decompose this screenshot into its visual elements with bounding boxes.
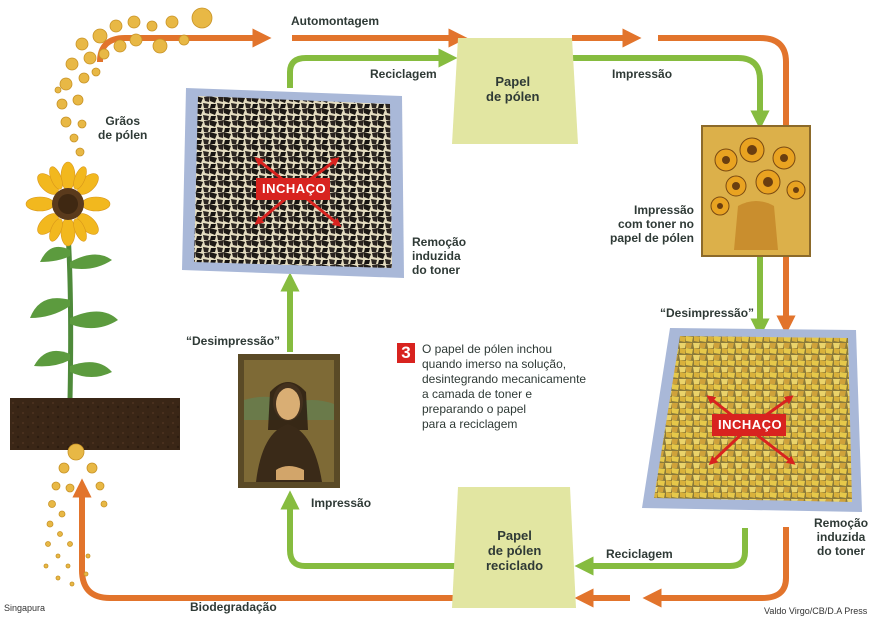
sunflower-plant	[10, 7, 213, 587]
label-line: Remoção	[412, 235, 467, 249]
label-reciclagem-bottom: Reciclagem	[606, 547, 673, 561]
pollen-paper-sheet	[452, 38, 578, 144]
label-biodegradacao: Biodegradação	[190, 600, 277, 614]
note-line: O papel de pólen inchou	[422, 342, 553, 356]
step-number-badge: 3	[397, 343, 415, 363]
note-line: quando imerso na solução,	[422, 357, 567, 371]
label-line: do toner	[412, 263, 460, 277]
label-line: Grãos	[105, 114, 141, 128]
label-line: papel de pólen	[610, 231, 695, 245]
label-papel-de-polen-reciclado: Papel de pólen reciclado	[486, 528, 543, 573]
orange-flow-arrows	[72, 28, 796, 608]
pollen-grains-bottom	[43, 443, 108, 587]
stem	[65, 231, 74, 401]
orange-arrow-bottom-left	[72, 478, 458, 601]
label-line: reciclado	[486, 558, 544, 573]
note-line: a camada de toner e	[422, 387, 533, 401]
note-line: desintegrando mecanicamente	[422, 372, 587, 386]
orange-arrow-bottom-right	[642, 527, 789, 608]
green-flow-arrows	[280, 48, 770, 576]
leaves	[30, 246, 118, 377]
mona-lisa-painting	[238, 354, 340, 488]
label-graos-de-polen: Grãos de pólen	[98, 114, 147, 142]
inchaco-badge-bottom	[712, 414, 786, 436]
label-line: induzida	[412, 249, 461, 263]
label-remocao-bottom: Remoção induzida do toner	[814, 516, 868, 558]
note-line: para a reciclagem	[422, 417, 518, 431]
toner-removal-bottom-panel	[642, 328, 862, 512]
label-papel-de-polen: Papel de pólen	[486, 74, 539, 104]
green-arrow-reciclagem-top	[287, 48, 458, 88]
toner-removal-top-panel	[182, 88, 404, 278]
credit-photo: Valdo Virgo/CB/D.A Press	[764, 606, 868, 616]
label-desimpressao-left: “Desimpressão”	[186, 334, 281, 348]
label-impressao-top: Impressão	[612, 67, 673, 81]
label-remocao-top: Remoção induzida do toner	[412, 235, 466, 277]
label-line: Impressão	[633, 203, 695, 217]
inchaco-badge-top	[256, 178, 330, 200]
note-line: preparando o papel	[422, 402, 527, 416]
label-line: do toner	[817, 544, 866, 558]
recycled-pollen-paper-sheet	[452, 487, 576, 608]
label-line: de pólen	[486, 89, 540, 104]
sunflower-head	[25, 161, 111, 247]
label-line: de pólen	[487, 543, 542, 558]
label-impressao-com-toner: Impressão com toner no papel de pólen	[610, 203, 694, 245]
label-line: induzida	[816, 530, 866, 544]
label-impressao-bottom: Impressão	[311, 496, 372, 510]
green-arrow-impressao-bottom	[280, 490, 458, 569]
label-line: de pólen	[98, 128, 148, 142]
label-desimpressao-right: “Desimpressão”	[660, 306, 755, 320]
label-line: Papel	[497, 528, 532, 543]
credit-location: Singapura	[4, 603, 46, 613]
pollen-grains-top	[54, 7, 213, 157]
inchaco-label-top: INCHAÇO	[262, 181, 327, 196]
label-line: com toner no	[618, 217, 695, 231]
soil-block	[10, 398, 180, 450]
sunflower-painting	[701, 125, 811, 257]
step-note: O papel de pólen inchou quando imerso na…	[422, 342, 586, 432]
label-automontagem: Automontagem	[291, 14, 379, 28]
label-line: Papel	[495, 74, 531, 89]
inchaco-label-bottom: INCHAÇO	[718, 417, 783, 432]
green-arrow-reciclagem-bottom	[574, 528, 748, 576]
label-line: Remoção	[814, 516, 869, 530]
label-reciclagem-top: Reciclagem	[370, 67, 437, 81]
orange-arrow-top-4	[658, 35, 796, 335]
green-arrow-impressao-top	[572, 55, 770, 130]
